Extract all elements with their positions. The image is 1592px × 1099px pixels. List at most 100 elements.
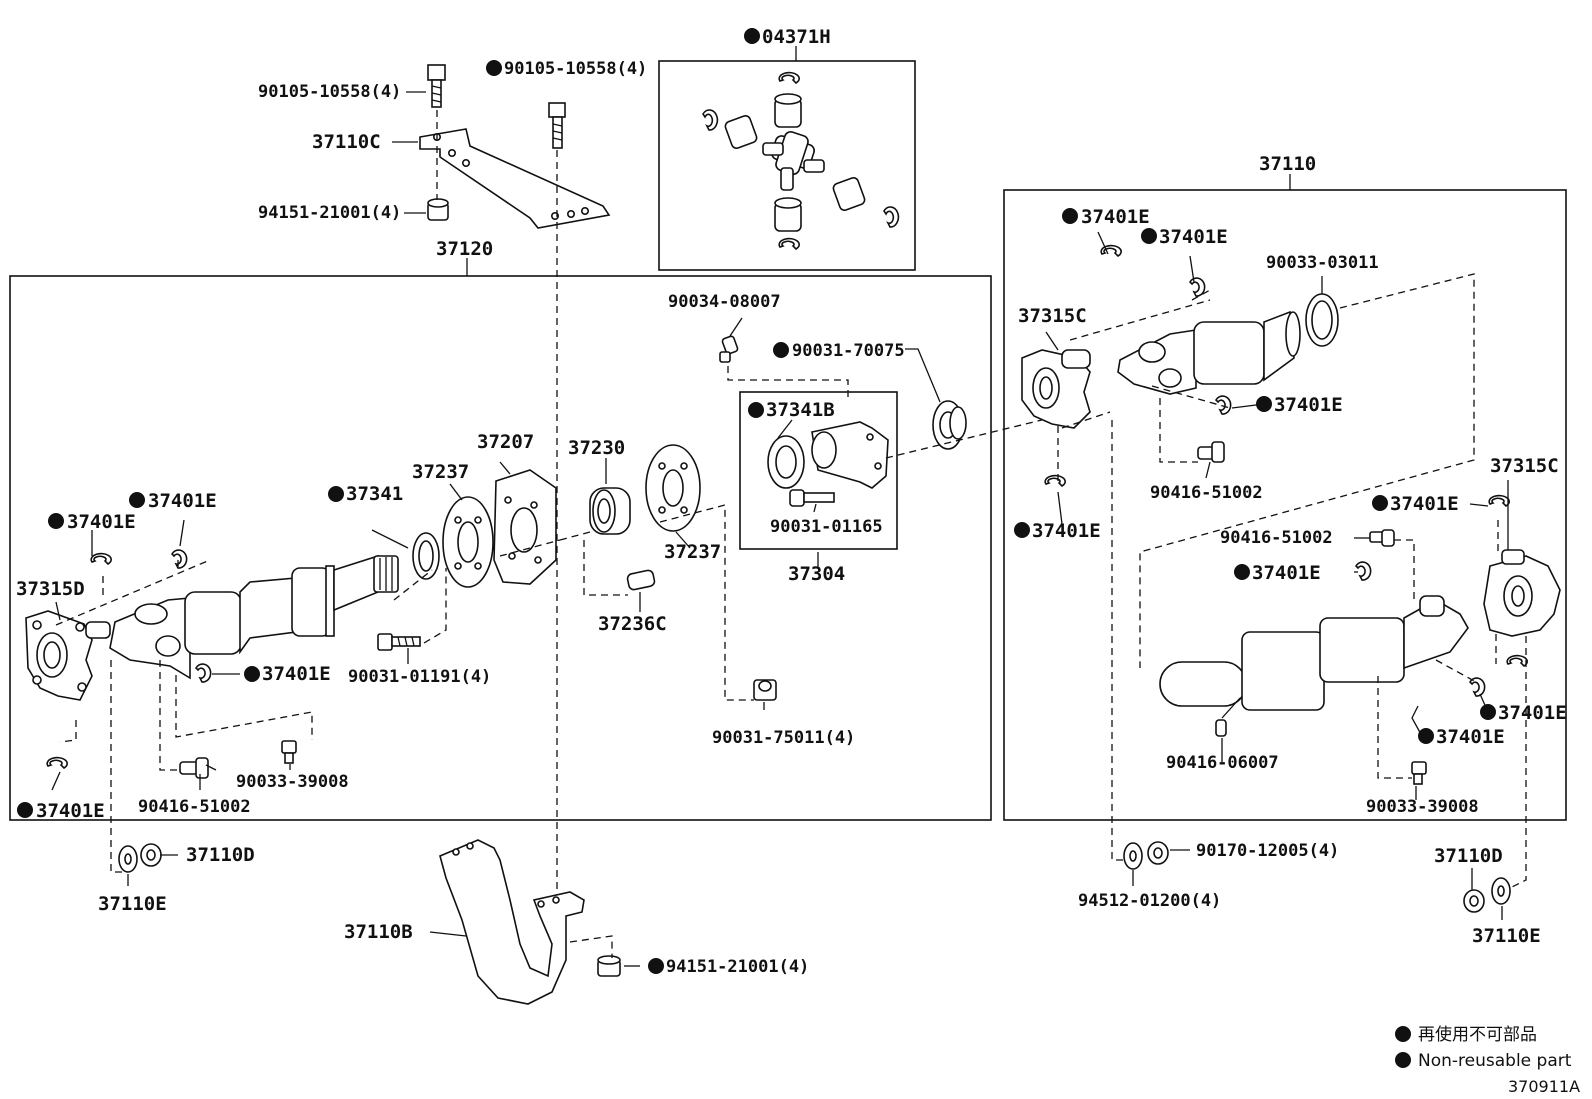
grease-fitting-90416-51002-front	[179, 757, 217, 779]
legend-english: Non-reusable part	[1418, 1051, 1572, 1071]
non-reusable-mark	[1256, 396, 1272, 412]
callout-37401E-l2: 37401E	[148, 490, 217, 512]
non-reusable-mark	[1014, 522, 1030, 538]
non-reusable-mark	[17, 802, 33, 818]
callout-90031-01191: 90031-01191(4)	[348, 667, 491, 687]
legend-japanese: 再使用不可部品	[1418, 1024, 1537, 1045]
center-support-cushion-37207	[493, 469, 557, 585]
legend: 再使用不可部品 Non-reusable part	[1395, 1024, 1572, 1071]
callout-37110D-front: 37110D	[186, 844, 255, 866]
rear-front-yoke	[1117, 329, 1197, 395]
grease-fitting-90416-51002-rear-lower	[1369, 529, 1395, 547]
rear-shaft-lower	[1159, 595, 1469, 711]
legend-mark-ja	[1395, 1026, 1411, 1042]
callout-37110C: 37110C	[312, 131, 381, 153]
callout-37110B: 37110B	[344, 921, 413, 943]
dust-seal-37341	[412, 532, 440, 580]
needle-bearing-cups	[724, 93, 866, 232]
callout-37110E-rear: 37110E	[1472, 925, 1541, 947]
callout-37315C-upper: 37315C	[1018, 305, 1087, 327]
plug-90033-39008-front	[281, 740, 297, 764]
rear-shaft-assembly-box	[1003, 189, 1567, 821]
callout-37401E-r4: 37401E	[1032, 520, 1101, 542]
spacer-37110D-rear	[1463, 889, 1485, 913]
spacer-37236C	[626, 569, 656, 591]
non-reusable-mark	[1372, 495, 1388, 511]
bracket-bolt-left	[427, 64, 446, 108]
callout-37401E-r5: 37401E	[1390, 493, 1459, 515]
center-bearing-housing	[811, 421, 889, 489]
washer-plate-37237-front	[442, 496, 494, 588]
front-shaft-assembly-box	[9, 275, 992, 821]
callout-37110E-front: 37110E	[98, 893, 167, 915]
callout-90416-51002-rear-lower: 90416-51002	[1220, 528, 1333, 548]
callout-90416-51002-rear-upper: 90416-51002	[1150, 483, 1263, 503]
callout-37120: 37120	[436, 238, 493, 260]
plug-90033-39008-rear	[1411, 761, 1427, 785]
callout-37401E-r8: 37401E	[1436, 726, 1505, 748]
bracket-bolt-right	[548, 102, 566, 149]
washer-37110E-front	[118, 845, 138, 873]
rear-shaft-tube-upper	[1193, 310, 1301, 385]
non-reusable-mark	[486, 60, 502, 76]
seal-90033-03011	[1305, 293, 1339, 347]
callout-04371H: 04371H	[762, 26, 831, 48]
non-reusable-mark	[1062, 208, 1078, 224]
washer-94512-01200	[1123, 842, 1143, 870]
callout-37315C-lower: 37315C	[1490, 455, 1559, 477]
callout-37341: 37341	[346, 483, 403, 505]
washer-plate-37237-rear	[645, 444, 701, 532]
grease-fitting-90416-51002-rear-upper	[1197, 441, 1225, 463]
callout-90105-10558-right: 90105-10558(4)	[504, 59, 647, 79]
non-reusable-mark	[129, 492, 145, 508]
center-bearing-subassembly-box	[739, 391, 898, 550]
bracket-nut-bottom	[597, 955, 621, 977]
bolt-90031-01165	[789, 489, 835, 507]
callout-37401E-r3: 37401E	[1274, 394, 1343, 416]
lower-bracket-37110B	[439, 839, 585, 1005]
bolt-90031-01191	[377, 633, 421, 651]
callout-37236C: 37236C	[598, 613, 667, 635]
callout-90033-39008-rear: 90033-39008	[1366, 797, 1479, 817]
front-shaft-tube	[239, 554, 399, 655]
snap-rings-front	[46, 549, 212, 769]
callout-37304: 37304	[788, 563, 845, 585]
snap-rings-top	[702, 71, 900, 250]
callout-94512-01200: 94512-01200(4)	[1078, 891, 1221, 911]
callout-37401E-r1: 37401E	[1081, 206, 1150, 228]
callout-37230: 37230	[568, 437, 625, 459]
seal-90031-70075	[932, 400, 967, 450]
universal-joint-spider	[762, 131, 825, 191]
callout-90170-12005: 90170-12005(4)	[1196, 841, 1339, 861]
flange-yoke-37315D	[25, 610, 111, 701]
callout-90105-10558-left: 90105-10558(4)	[258, 82, 401, 102]
non-reusable-mark	[328, 486, 344, 502]
non-reusable-mark	[748, 402, 764, 418]
callout-37401E-l3: 37401E	[262, 663, 331, 685]
non-reusable-mark	[773, 342, 789, 358]
callout-37341B: 37341B	[766, 399, 835, 421]
callout-37401E-l4: 37401E	[36, 800, 105, 822]
figure-code: 370911A	[1508, 1077, 1580, 1096]
callout-90031-70075: 90031-70075	[792, 341, 905, 361]
callout-37401E-r7: 37401E	[1498, 702, 1567, 724]
callout-90416-06007: 90416-06007	[1166, 753, 1279, 773]
non-reusable-mark	[1418, 728, 1434, 744]
non-reusable-mark	[1141, 228, 1157, 244]
flange-yoke-37315C-upper	[1021, 349, 1091, 429]
upper-bracket	[419, 128, 611, 229]
non-reusable-mark	[1234, 564, 1250, 580]
snap-rings-rear	[1044, 244, 1528, 697]
legend-mark-en	[1395, 1052, 1411, 1068]
front-slip-yoke	[109, 591, 242, 680]
callout-37207: 37207	[477, 431, 534, 453]
flange-yoke-37315C-lower	[1483, 549, 1561, 637]
universal-joint-kit-box	[658, 60, 916, 271]
non-reusable-mark	[648, 958, 664, 974]
callout-90031-75011: 90031-75011(4)	[712, 728, 855, 748]
center-bearing-37230	[589, 487, 631, 535]
nut-90170-12005	[1147, 841, 1169, 865]
callout-37401E-l1: 37401E	[67, 511, 136, 533]
callout-37237-rear: 37237	[664, 541, 721, 563]
